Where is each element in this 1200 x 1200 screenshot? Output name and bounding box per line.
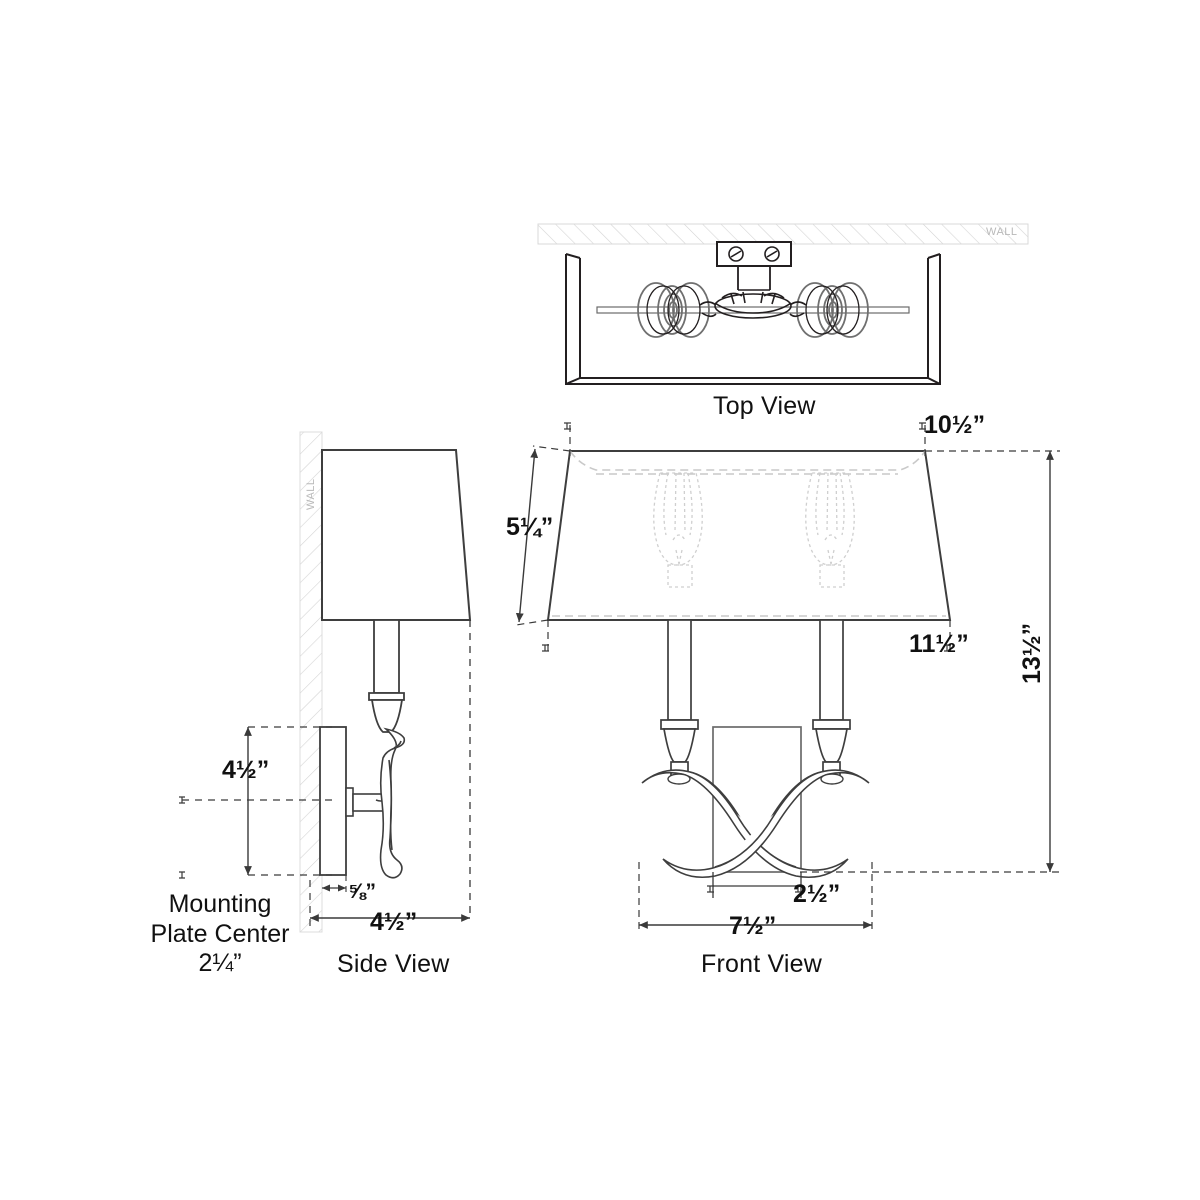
dim-arm-spread: 7½” <box>729 912 777 940</box>
front-view-title: Front View <box>701 950 823 978</box>
front-view-bulb-left <box>653 472 703 588</box>
front-view-arm-cross-b <box>662 769 870 878</box>
dim-backplate-width: 2½” <box>793 880 841 908</box>
front-view-bulb-right <box>805 472 855 588</box>
side-view-wall <box>299 431 323 933</box>
front-view-arm-joints <box>667 773 844 785</box>
top-view-shade-outline <box>565 253 941 385</box>
top-view-socket-left-dark <box>646 285 701 335</box>
front-view-group <box>546 450 952 878</box>
side-view-dimensions <box>179 620 471 932</box>
dim-shade-bottom-width: 11½” <box>909 630 969 658</box>
mounting-plate-note: Mounting Plate Center 2¼” <box>125 890 315 979</box>
side-view-stem <box>368 619 405 733</box>
top-view-group <box>537 223 1029 385</box>
mounting-plate-note-value: 2¼” <box>198 949 242 977</box>
mounting-plate-note-line2: Plate Center <box>150 919 290 948</box>
top-view-socket-left <box>637 282 710 338</box>
mounting-plate-note-line1: Mounting <box>168 890 272 918</box>
top-view-title: Top View <box>713 392 816 420</box>
side-view-group <box>299 431 472 933</box>
dim-backplate-drop: 4½” <box>222 756 270 784</box>
side-view-arm-stub <box>345 787 385 817</box>
front-view-dimensions <box>515 422 1060 930</box>
side-view-curved-arm <box>379 727 406 879</box>
dim-overall-height: 13½” <box>1018 622 1046 684</box>
top-view-arm-links <box>699 301 807 318</box>
dim-extension: 4½” <box>370 908 418 936</box>
front-view-arm-cross-a <box>641 769 849 878</box>
front-view-candle-left <box>660 619 699 779</box>
top-view-center-rail <box>596 306 910 314</box>
top-view-mounting-bracket <box>716 241 792 291</box>
dim-backplate-thickness: ⅝” <box>348 880 377 903</box>
dim-shade-top-width: 10½” <box>924 411 986 439</box>
top-view-socket-right-dark <box>805 285 860 335</box>
side-view-title: Side View <box>337 950 450 978</box>
front-view-candle-right <box>812 619 851 779</box>
top-view-center-cluster <box>714 291 792 319</box>
top-view-socket-right <box>796 282 869 338</box>
front-view-shade <box>546 450 952 621</box>
side-view-wall-label: WALL <box>305 478 317 510</box>
side-view-shade <box>321 449 472 621</box>
dim-shade-height: 5¼” <box>506 513 554 541</box>
side-view-mounting-plate <box>319 726 347 876</box>
top-view-wall-label: WALL <box>986 226 1018 238</box>
